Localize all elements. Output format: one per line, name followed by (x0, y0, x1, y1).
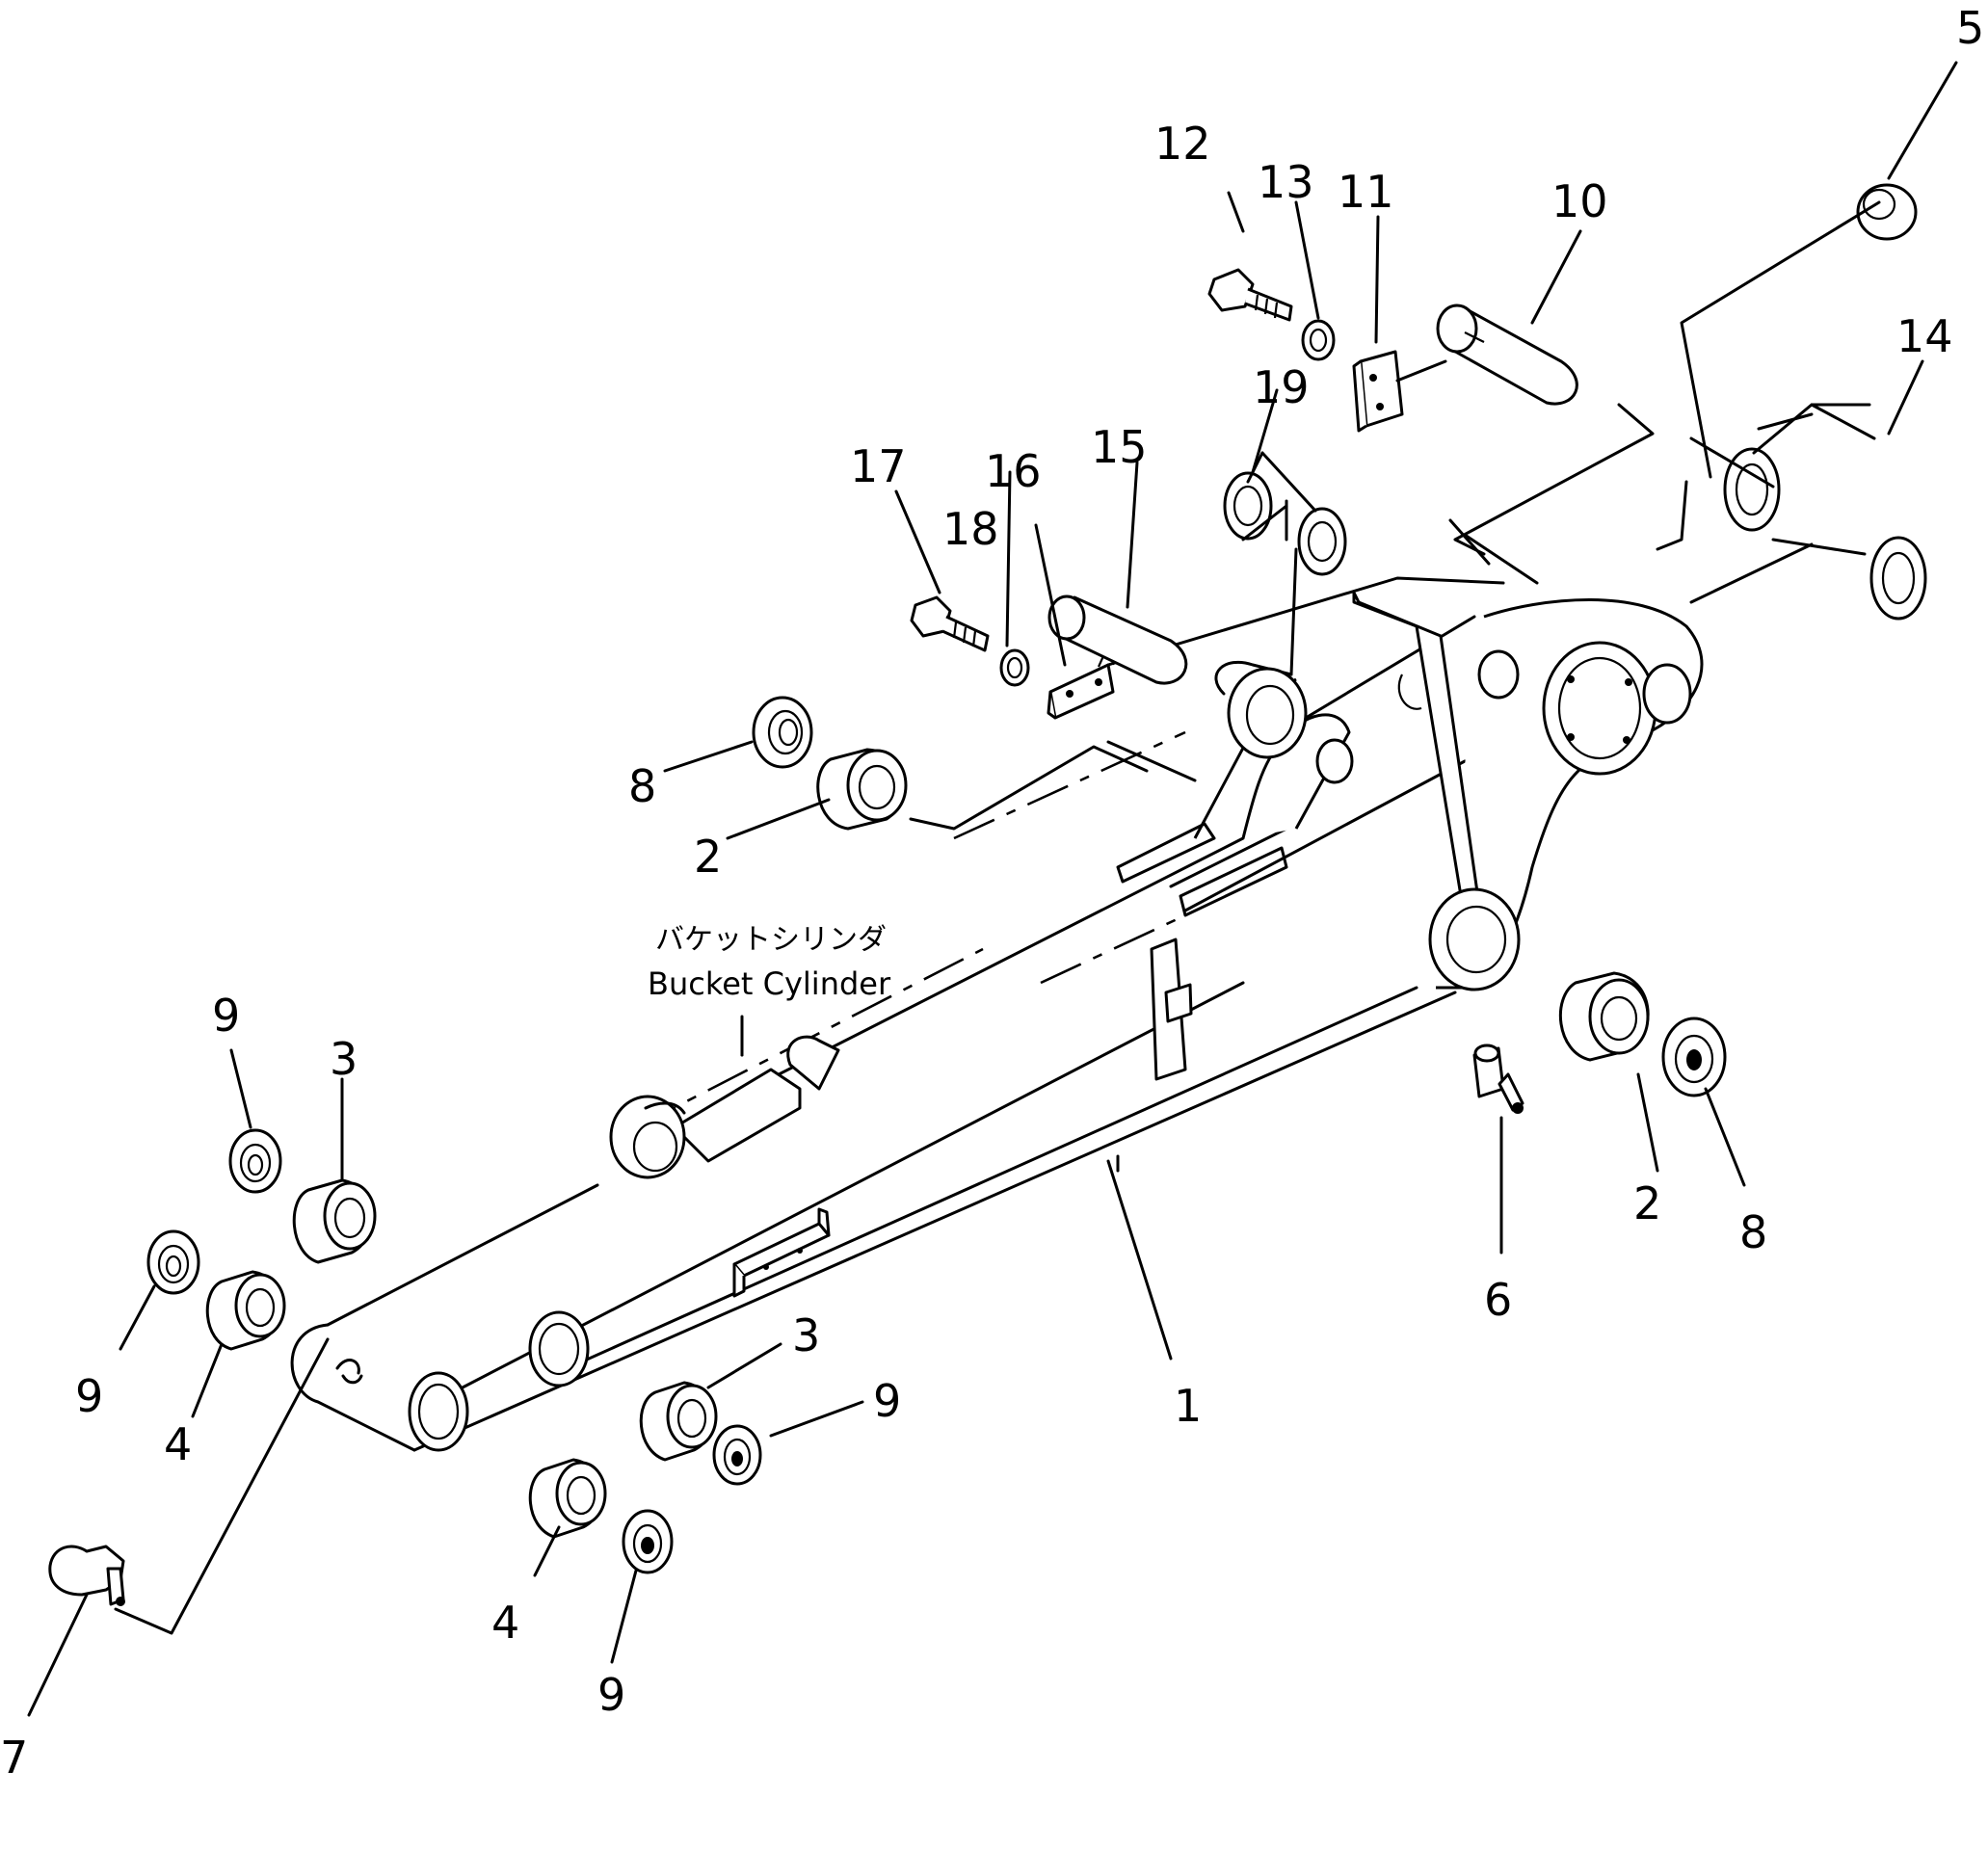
shim-19b (1297, 507, 1347, 576)
plate-16 (1047, 645, 1120, 720)
callout-2-upper: 2 (694, 831, 722, 883)
callout-3-lower: 3 (792, 1309, 820, 1361)
callout-11: 11 (1338, 166, 1394, 218)
callout-9-lower-right: 9 (873, 1375, 901, 1427)
arm-body (290, 576, 1704, 1452)
bushing-5 (1856, 183, 1918, 241)
seal-9-lower-right (712, 1424, 762, 1486)
leader-lines (27, 61, 1958, 1717)
callout-8-right: 8 (1739, 1206, 1767, 1258)
bushing-3-upper (292, 1178, 377, 1264)
grease-fitting-7 (48, 1545, 125, 1606)
bucket-cylinder (609, 730, 1186, 1179)
bushing-2-right (1558, 971, 1650, 1062)
seal-8-right (1661, 1017, 1727, 1097)
pin-10 (1436, 304, 1578, 406)
grease-fitting-6 (1472, 1044, 1524, 1114)
caption-japanese: バケットシリンダ (655, 923, 887, 957)
callout-9-bottom: 9 (597, 1669, 625, 1721)
callout-16: 16 (985, 445, 1042, 497)
seal-9-upper (228, 1128, 282, 1194)
seal-9-bottom (622, 1509, 674, 1574)
callout-4-left: 4 (164, 1418, 192, 1470)
caption-english: Bucket Cylinder (648, 965, 891, 1002)
bushing-2-upper (816, 748, 908, 831)
callout-labels: 1 2 2 3 3 4 4 5 6 7 8 8 9 9 9 9 10 11 12… (0, 2, 1984, 1784)
shim-14a (1723, 447, 1781, 532)
washer-18 (999, 648, 1030, 687)
callout-7: 7 (0, 1731, 28, 1784)
seal-8-upper (752, 696, 813, 769)
bolt-12 (1207, 268, 1293, 322)
plate-11 (1352, 350, 1404, 433)
callout-14: 14 (1896, 310, 1953, 362)
callout-4-lower: 4 (491, 1597, 519, 1649)
seal-9-left (146, 1229, 200, 1295)
pin-15 (1047, 595, 1188, 685)
callout-10: 10 (1551, 175, 1608, 227)
callout-6: 6 (1484, 1274, 1512, 1326)
bushing-4-lower (528, 1458, 607, 1539)
callout-3-upper: 3 (330, 1033, 358, 1085)
shim-19a (1223, 471, 1273, 541)
shim-14b (1869, 536, 1927, 621)
washer-13 (1301, 319, 1336, 361)
bushing-4-left (205, 1270, 286, 1351)
callout-8-upper: 8 (628, 760, 656, 812)
callout-9-left: 9 (75, 1370, 103, 1422)
callout-18: 18 (942, 503, 999, 555)
callout-1: 1 (1174, 1380, 1202, 1432)
callout-5: 5 (1956, 2, 1984, 54)
bushing-3-lower (639, 1381, 718, 1462)
callout-2-right: 2 (1633, 1177, 1661, 1229)
callout-19: 19 (1253, 361, 1310, 413)
callout-9-upper: 9 (212, 990, 240, 1042)
callout-15: 15 (1091, 421, 1148, 473)
callout-17: 17 (850, 440, 907, 492)
callout-12: 12 (1154, 118, 1211, 170)
callout-13: 13 (1258, 156, 1314, 208)
bolt-17 (910, 595, 990, 652)
